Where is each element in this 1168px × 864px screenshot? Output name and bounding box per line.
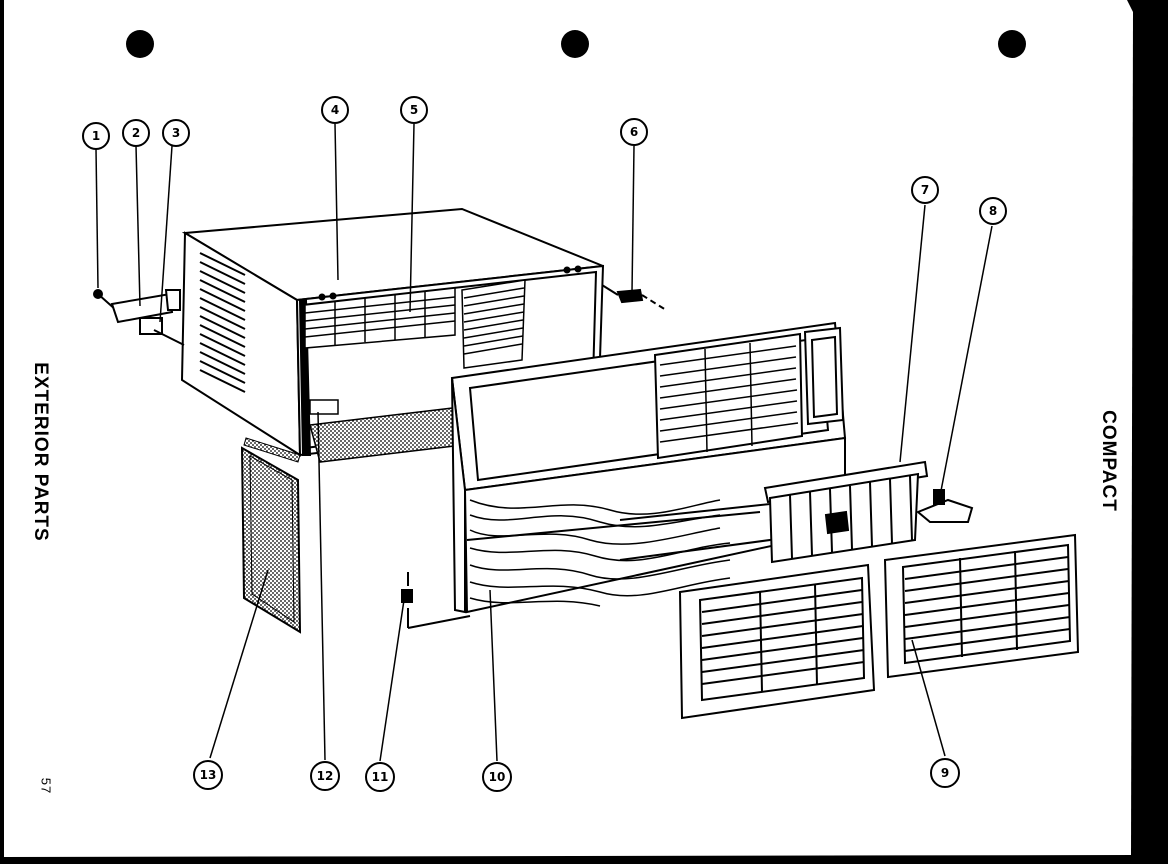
screw-part xyxy=(601,284,667,311)
binder-holes xyxy=(126,30,1026,58)
mounting-hardware xyxy=(93,289,185,346)
leader-lines xyxy=(95,123,993,762)
front-frame-drawing xyxy=(450,321,847,614)
callout-12: 12 xyxy=(310,761,340,791)
callout-number: 9 xyxy=(941,766,949,780)
callout-number: 5 xyxy=(410,103,418,117)
callout-circle xyxy=(162,119,190,147)
callout-circle xyxy=(911,176,939,204)
callout-circle xyxy=(365,762,395,792)
callout-circle xyxy=(979,197,1007,225)
callout-circle xyxy=(193,760,223,790)
callout-number: 11 xyxy=(372,770,389,784)
callout-1: 1 xyxy=(82,122,110,150)
callout-number: 12 xyxy=(317,769,334,783)
callout-5: 5 xyxy=(400,96,428,124)
callout-number: 13 xyxy=(200,768,217,782)
page-number: 57 xyxy=(38,777,54,795)
callout-2: 2 xyxy=(122,119,150,147)
callout-circle xyxy=(82,122,110,150)
air-filter-drawing xyxy=(240,446,302,634)
frame-louvers xyxy=(659,342,799,453)
callout-number: 7 xyxy=(921,183,929,197)
callout-circle xyxy=(482,762,512,792)
callout-6: 6 xyxy=(620,118,648,146)
callout-number: 1 xyxy=(92,129,100,143)
cabinet-side-louvers xyxy=(199,252,246,393)
callout-number: 10 xyxy=(489,770,506,784)
cabinet-rear-grille xyxy=(304,279,526,369)
callout-circle xyxy=(930,758,960,788)
callout-number: 4 xyxy=(331,103,339,117)
model-title: COMPACT xyxy=(1098,410,1119,512)
front-grille-left xyxy=(678,563,876,720)
callout-number: 6 xyxy=(630,125,638,139)
binder-hole xyxy=(998,30,1026,58)
section-title: EXTERIOR PARTS xyxy=(30,362,51,542)
callout-3: 3 xyxy=(162,119,190,147)
front-grille-right xyxy=(883,533,1080,679)
callout-11: 11 xyxy=(365,762,395,792)
binder-hole xyxy=(561,30,589,58)
callout-10: 10 xyxy=(482,762,512,792)
frame-woodgrain xyxy=(469,499,731,607)
callout-circle xyxy=(400,96,428,124)
callout-circle xyxy=(321,96,349,124)
callout-4: 4 xyxy=(321,96,349,124)
callout-circle xyxy=(310,761,340,791)
callout-number: 2 xyxy=(132,126,140,140)
knob-bracket-drawing xyxy=(916,489,974,523)
screw-part-lower xyxy=(401,572,471,629)
callout-number: 8 xyxy=(989,204,997,218)
callout-circle xyxy=(122,119,150,147)
callout-8: 8 xyxy=(979,197,1007,225)
callout-number: 3 xyxy=(172,126,180,140)
callout-13: 13 xyxy=(193,760,223,790)
damper-assembly-drawing xyxy=(763,460,929,564)
callout-9: 9 xyxy=(930,758,960,788)
callout-7: 7 xyxy=(911,176,939,204)
callout-circle xyxy=(620,118,648,146)
binder-hole xyxy=(126,30,154,58)
